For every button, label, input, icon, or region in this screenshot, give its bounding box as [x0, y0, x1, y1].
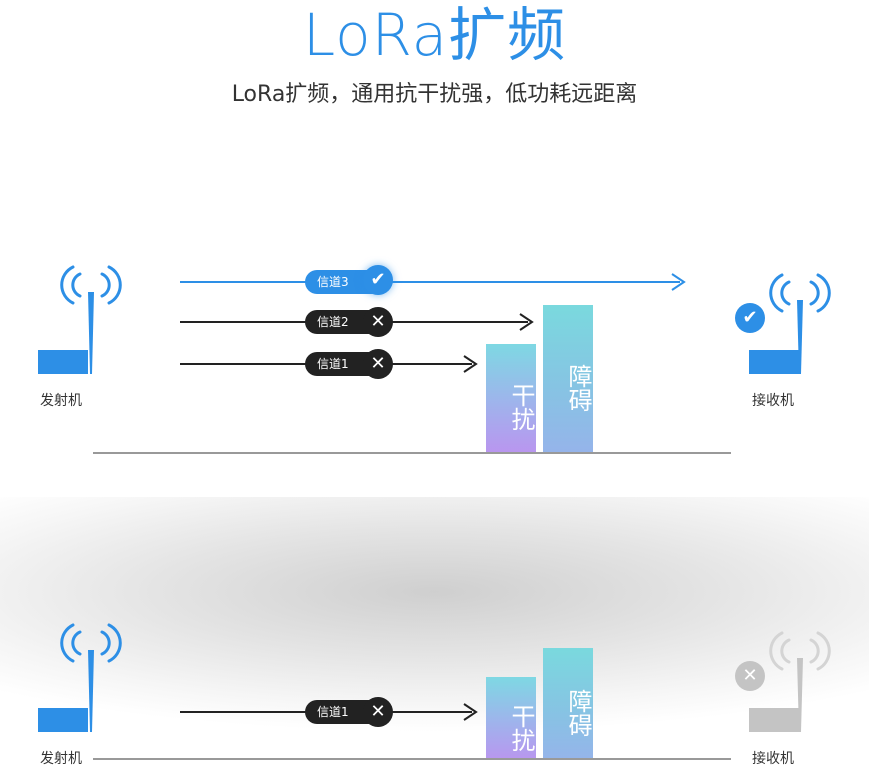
checkmark-icon: ✔ [370, 269, 386, 290]
arrowhead-icon [519, 313, 534, 331]
receiver-box [749, 350, 801, 374]
receiver-label: 接收机 [752, 393, 794, 409]
arrowhead-icon [463, 355, 478, 373]
channel-3-line [180, 281, 680, 283]
antenna-icon [88, 292, 94, 374]
arrowhead-icon [671, 273, 686, 291]
transmitter-device-bottom [38, 623, 122, 732]
channel-3-label: 信道3 [317, 275, 349, 289]
receiver-ok-badge: ✔ [735, 303, 765, 333]
transmitter-box [38, 708, 88, 732]
checkmark-icon: ✔ [742, 307, 758, 328]
channel-1-label: 信道1 [317, 357, 349, 371]
page-subtitle: LoRa扩频，通用抗干扰强，低功耗远距离 [231, 82, 638, 107]
channel-1-status: ✕ [363, 697, 393, 727]
obstacle-bar: 障碍 [543, 305, 593, 452]
transmitter-device-top [38, 265, 122, 374]
receiver-label: 接收机 [752, 751, 794, 767]
channel-2-label: 信道2 [317, 315, 349, 329]
obstacle-bar: 障碍 [543, 648, 593, 760]
ground-line [93, 452, 731, 454]
channel-1-status: ✕ [363, 349, 393, 379]
arrowhead-icon [463, 703, 478, 721]
transmitter-label: 发射机 [40, 751, 82, 767]
signal-waves-icon [60, 265, 122, 305]
signal-waves-icon [769, 631, 831, 671]
cross-icon: ✕ [370, 701, 386, 722]
interference-bar: 干扰 [486, 344, 536, 452]
page-title: LoRa扩频 [302, 1, 567, 69]
receiver-fail-badge: ✕ [735, 661, 765, 691]
ground-line [93, 758, 731, 760]
receiver-device-bottom [749, 631, 831, 732]
transmitter-label: 发射机 [40, 393, 82, 409]
transmitter-box [38, 350, 88, 374]
signal-waves-icon [60, 623, 122, 663]
signal-waves-icon [769, 273, 831, 313]
antenna-icon [88, 650, 94, 732]
channel-2-status: ✕ [363, 307, 393, 337]
cross-icon: ✕ [370, 311, 386, 332]
cross-icon: ✕ [370, 353, 386, 374]
receiver-box [749, 708, 801, 732]
channel-1-label: 信道1 [317, 705, 349, 719]
channel-3-status: ✔ [363, 265, 393, 295]
bottom-scene-background [0, 497, 869, 775]
cross-icon: ✕ [742, 665, 758, 686]
receiver-device-top [749, 273, 831, 374]
interference-bar: 干扰 [486, 677, 536, 760]
